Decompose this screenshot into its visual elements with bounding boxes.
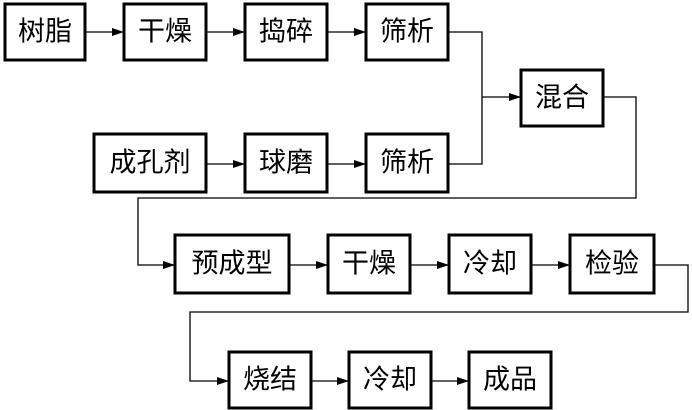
node-cool-1: 冷却 [447,233,533,295]
node-cool-2-label: 冷却 [363,365,417,396]
node-inspect: 检验 [568,233,656,295]
node-dry-1: 干燥 [122,2,208,62]
node-product: 成品 [467,350,553,410]
edges [85,28,689,385]
node-resin: 树脂 [3,2,87,62]
node-sieve-2-label: 筛析 [380,148,434,179]
node-dry-2: 干燥 [326,233,412,295]
edge-sieve2-mix [448,97,483,165]
node-dry-2-label: 干燥 [342,249,396,280]
node-crush: 捣碎 [243,2,329,62]
node-mix-label: 混合 [535,83,589,114]
edge-mix-preform [137,96,637,269]
node-sieve-1: 筛析 [364,2,450,62]
node-pore-former: 成孔剂 [92,132,208,194]
node-ball-mill: 球磨 [243,132,329,194]
node-sieve-1-label: 筛析 [380,17,434,48]
node-preform-label: 预成型 [192,249,273,280]
node-sinter: 烧结 [227,350,313,410]
node-mix: 混合 [519,68,605,128]
node-inspect-label: 检验 [585,249,639,280]
node-ball-mill-label: 球磨 [259,148,313,179]
node-preform: 预成型 [173,233,291,295]
node-sinter-label: 烧结 [243,365,297,396]
node-cool-1-label: 冷却 [463,249,517,280]
edge-sieve1-mix [448,31,521,101]
edge-inspect-sinter [189,264,689,385]
node-crush-label: 捣碎 [259,17,313,48]
node-sieve-2: 筛析 [364,132,450,194]
node-pore-former-label: 成孔剂 [110,148,191,179]
node-dry-1-label: 干燥 [138,17,192,48]
node-product-label: 成品 [483,365,537,396]
node-cool-2: 冷却 [347,350,433,410]
node-resin-label: 树脂 [18,17,72,48]
